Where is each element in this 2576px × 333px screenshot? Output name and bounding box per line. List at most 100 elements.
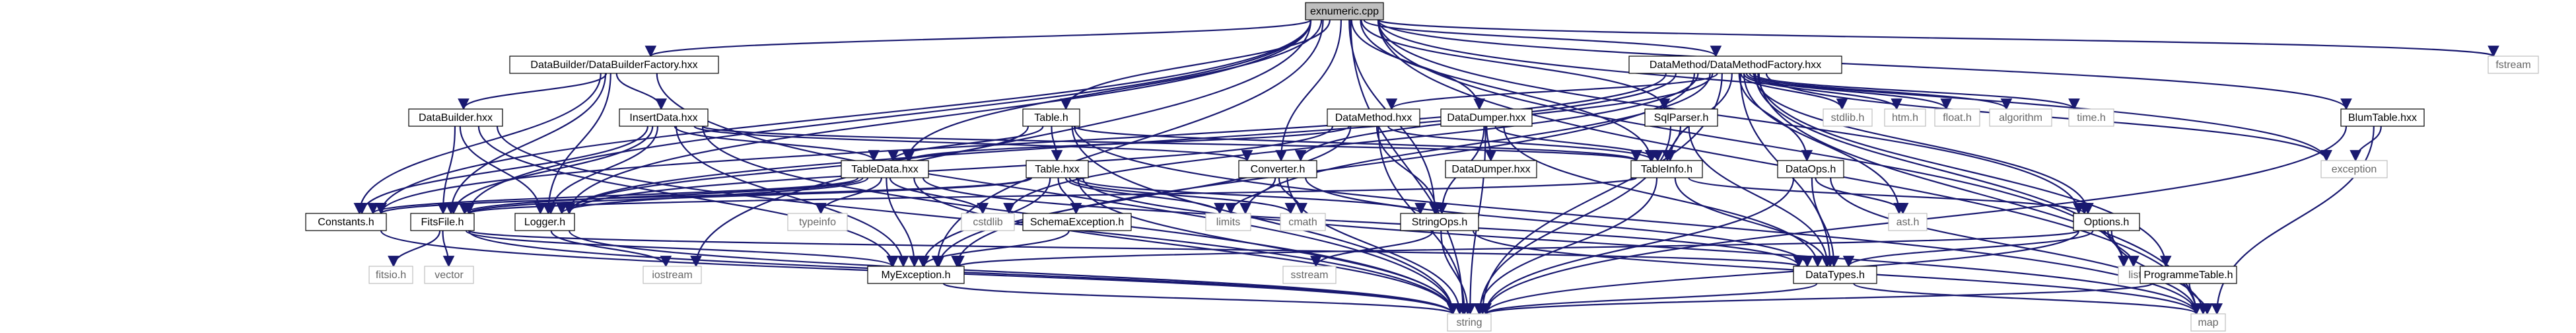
edge-converter-to-datatypes <box>1305 177 1813 268</box>
node-databuilder[interactable]: DataBuilder.hxx <box>408 108 503 127</box>
node-stringops-label: StringOps.h <box>1412 217 1467 228</box>
node-datadumper[interactable]: DataDumper.hxx <box>1440 108 1533 127</box>
node-tableinfo-label: TableInfo.h <box>1641 164 1692 175</box>
node-datamethod-label: DataMethod.hxx <box>1335 112 1412 124</box>
node-stdlib-box <box>1823 108 1873 127</box>
edge-tableh-to-tablehxx <box>1051 126 1063 162</box>
node-schemaexc-label: SchemaException.h <box>1030 217 1124 228</box>
edge-options-to-datatypes <box>1842 230 2094 268</box>
node-ddbf-box <box>509 56 719 74</box>
node-tablehxx[interactable]: Table.hxx <box>1026 160 1089 178</box>
edge-dmdmf-to-programmetable <box>1757 73 2172 268</box>
node-dataops-box <box>1777 160 1844 178</box>
node-exception-label: exception <box>2332 164 2377 175</box>
node-time-label: time.h <box>2077 112 2106 124</box>
node-datadumperh-label: DataDumper.hxx <box>1451 164 1530 175</box>
node-ast: ast.h <box>1888 213 1928 231</box>
node-tablehxx-box <box>1026 160 1089 178</box>
edge-tableh-to-tabledata <box>887 126 1044 162</box>
node-fitsio: fitsio.h <box>368 266 413 284</box>
edge-tableinfo-to-options <box>1688 176 2091 215</box>
node-tableh-box <box>1022 108 1080 127</box>
node-logger[interactable]: Logger.h <box>514 213 575 231</box>
edge-databuilder-to-fitsfile <box>437 126 456 215</box>
edge-exnumeric-to-converter <box>1275 19 1342 162</box>
node-converter[interactable]: Converter.h <box>1238 160 1317 178</box>
node-exnumeric[interactable]: exnumeric.cpp <box>1305 2 1384 20</box>
node-options[interactable]: Options.h <box>2073 213 2140 231</box>
node-time: time.h <box>2068 108 2114 127</box>
node-tableh[interactable]: Table.h <box>1022 108 1080 127</box>
node-blumtable[interactable]: BlumTable.hxx <box>2340 108 2425 127</box>
edge-ddbf-to-constants <box>353 73 602 215</box>
node-insertdata-label: InsertData.hxx <box>629 112 697 124</box>
edge-fitsfile-to-myexception <box>465 229 898 268</box>
edge-datadumper-to-datatypes <box>1503 126 1824 268</box>
edge-programmetable-to-map <box>2188 283 2213 315</box>
node-tableh-label: Table.h <box>1034 112 1068 124</box>
node-sqlparser[interactable]: SqlParser.h <box>1644 108 1718 127</box>
node-blumtable-label: BlumTable.hxx <box>2348 112 2417 124</box>
edge-logger-to-string <box>568 230 1459 315</box>
node-datatypes[interactable]: DataTypes.h <box>1793 266 1877 284</box>
edge-exnumeric-to-tableinfo <box>1360 19 1657 162</box>
edge-tablehxx-to-cmath <box>1068 177 1297 215</box>
node-stringops-box <box>1400 213 1479 231</box>
edge-dmdmf-to-dataops <box>1738 73 1813 162</box>
edge-blumtable-to-map <box>2211 126 2375 315</box>
node-datadumper-label: DataDumper.hxx <box>1447 112 1525 124</box>
edge-dataops-to-ast <box>1815 177 1909 215</box>
edge-exnumeric-to-iostream <box>690 19 1312 268</box>
edge-dmdmf-to-constants <box>375 73 1667 215</box>
node-iostream-box <box>643 266 702 284</box>
edge-insertdata-to-constants <box>356 126 649 215</box>
node-insertdata[interactable]: InsertData.hxx <box>619 108 709 127</box>
node-vector-box <box>424 266 474 284</box>
edge-tablehxx-to-constants <box>375 176 1033 215</box>
edge-dataops-to-datatypes <box>1811 177 1840 268</box>
node-stdlib-label: stdlib.h <box>1831 112 1865 124</box>
node-vector-label: vector <box>435 270 464 281</box>
node-exnumeric-label: exnumeric.cpp <box>1310 6 1379 17</box>
node-ddbf[interactable]: DataBuilder/DataBuilderFactory.hxx <box>509 56 719 74</box>
node-dataops[interactable]: DataOps.h <box>1777 160 1844 178</box>
edge-exnumeric-to-fitsfile <box>463 19 1312 215</box>
node-sqlparser-box <box>1644 108 1718 127</box>
edge-myexception-to-string <box>942 282 1459 315</box>
edge-blumtable-to-exception <box>2350 126 2382 162</box>
node-sqlparser-label: SqlParser.h <box>1654 112 1709 124</box>
edge-tabledata-to-typeinfo <box>815 177 882 215</box>
node-cstdlib: cstdlib <box>961 213 1015 231</box>
node-options-box <box>2073 213 2140 231</box>
edge-datamethod-to-logger <box>563 126 1334 215</box>
node-stringops[interactable]: StringOps.h <box>1400 213 1479 231</box>
node-schemaexc[interactable]: SchemaException.h <box>1022 213 1132 231</box>
node-dmdmf[interactable]: DataMethod/DataMethodFactory.hxx <box>1628 56 1842 74</box>
node-tabledata-label: TableData.hxx <box>851 164 918 175</box>
edge-stringops-to-sstream <box>1310 230 1434 268</box>
edge-dmdmf-to-algorithm <box>1749 73 2012 110</box>
node-constants[interactable]: Constants.h <box>305 213 387 231</box>
edge-tabledata-to-string <box>913 177 1459 315</box>
edge-exnumeric-to-fstream <box>1377 18 2499 57</box>
node-tableinfo[interactable]: TableInfo.h <box>1630 160 1703 178</box>
edge-exnumeric-to-dmdmf <box>1363 18 1722 57</box>
edge-dmdmf-to-datamethod <box>1385 72 1718 110</box>
node-myexception[interactable]: MyException.h <box>867 266 965 284</box>
node-blumtable-box <box>2340 108 2425 127</box>
node-tabledata[interactable]: TableData.hxx <box>841 160 929 178</box>
edge-logger-to-iostream <box>550 230 672 268</box>
edge-converter-to-string <box>1286 177 1466 315</box>
node-datamethod-box <box>1327 108 1420 127</box>
edge-exnumeric-to-ddbf <box>645 18 1312 57</box>
edge-exnumeric-to-exception <box>1377 19 2332 162</box>
node-fitsfile[interactable]: FitsFile.h <box>410 213 475 231</box>
edge-tableh-to-tableinfo <box>1073 125 1642 162</box>
edge-options-to-myexception <box>954 229 2080 268</box>
node-float: float.h <box>1934 108 1980 127</box>
node-datadumperh[interactable]: DataDumper.hxx <box>1445 160 1537 178</box>
node-programmetable[interactable]: ProgrammeTable.h <box>2140 266 2237 284</box>
node-datamethod[interactable]: DataMethod.hxx <box>1327 108 1420 127</box>
node-htm: htm.h <box>1884 108 1926 127</box>
